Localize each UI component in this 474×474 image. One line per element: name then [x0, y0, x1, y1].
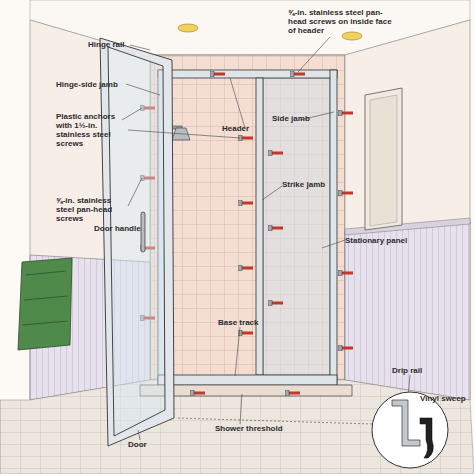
towel-part [22, 271, 68, 325]
part-label: Door [128, 440, 158, 449]
screws-part [338, 345, 353, 351]
part-label: Hinge-side jamb [56, 80, 126, 89]
screws-part [338, 110, 353, 116]
part-label: Door handle [94, 224, 141, 233]
leader-lines-part [235, 327, 240, 376]
fixed-frame-part [158, 70, 337, 78]
screws-part [190, 390, 205, 396]
detail-inset [372, 392, 448, 468]
part-label: ⅝-in. stainless steel pan-head screws [56, 196, 128, 223]
screws-part [238, 265, 253, 271]
room-part [370, 95, 397, 226]
room-part [342, 32, 362, 40]
leader-lines-part [298, 37, 330, 72]
screws-part [285, 390, 300, 396]
part-label: ⅝-in. stainless steel pan-head screws on… [288, 8, 400, 35]
towel [18, 258, 72, 350]
open-door-part [108, 47, 165, 436]
detail-inset-part [392, 400, 420, 446]
room-part [150, 55, 345, 380]
open-door [100, 38, 174, 446]
detail-inset-part [420, 418, 433, 458]
screws-part [268, 225, 283, 231]
leader-lines [122, 37, 420, 440]
fixed-frame-part [158, 375, 337, 385]
screws-part [338, 270, 353, 276]
part-label: Drip rail [392, 366, 442, 375]
screws-part [268, 150, 283, 156]
leader-lines-part [126, 84, 160, 95]
room-part [345, 222, 470, 400]
leader-lines-part [122, 108, 142, 120]
leader-lines-part [176, 418, 372, 424]
screws-part [238, 200, 253, 206]
screws-part [268, 300, 283, 306]
leader-lines-part [230, 78, 245, 128]
part-label: Strike jamb [282, 180, 332, 189]
room-part [0, 380, 474, 474]
screws-part [238, 330, 253, 336]
room-part [178, 24, 198, 32]
leader-lines-part [130, 45, 150, 50]
part-label: Hinge rail [88, 40, 148, 49]
towel-part [18, 258, 72, 350]
screws-part [290, 71, 305, 77]
room-part [365, 88, 402, 230]
leader-lines-part [322, 240, 345, 248]
leader-lines-part [138, 430, 140, 440]
part-label: Plastic anchors with 1½-in. stainless st… [56, 112, 128, 148]
screws-part [338, 190, 353, 196]
fixed-frame-part [263, 78, 330, 375]
screws-part [210, 71, 225, 77]
part-label: Stationary panel [345, 236, 415, 245]
open-door-part [141, 212, 145, 252]
leader-lines-part [240, 394, 242, 424]
fixed-frame-part [330, 70, 337, 385]
leader-lines-part [128, 178, 142, 206]
leader-lines-part [262, 186, 282, 200]
room-part [345, 20, 470, 400]
part-label: Header [222, 124, 262, 133]
part-label: Vinyl sweep [420, 394, 472, 403]
fixed-frame-part [256, 78, 263, 375]
part-label: Side jamb [272, 114, 322, 123]
open-door-part [100, 38, 174, 446]
part-label: Shower threshold [215, 424, 295, 433]
screws-part [238, 135, 253, 141]
leader-lines-part [141, 229, 142, 230]
detail-inset-part [372, 392, 448, 468]
part-label: Base track [218, 318, 268, 327]
room-part [345, 218, 470, 235]
